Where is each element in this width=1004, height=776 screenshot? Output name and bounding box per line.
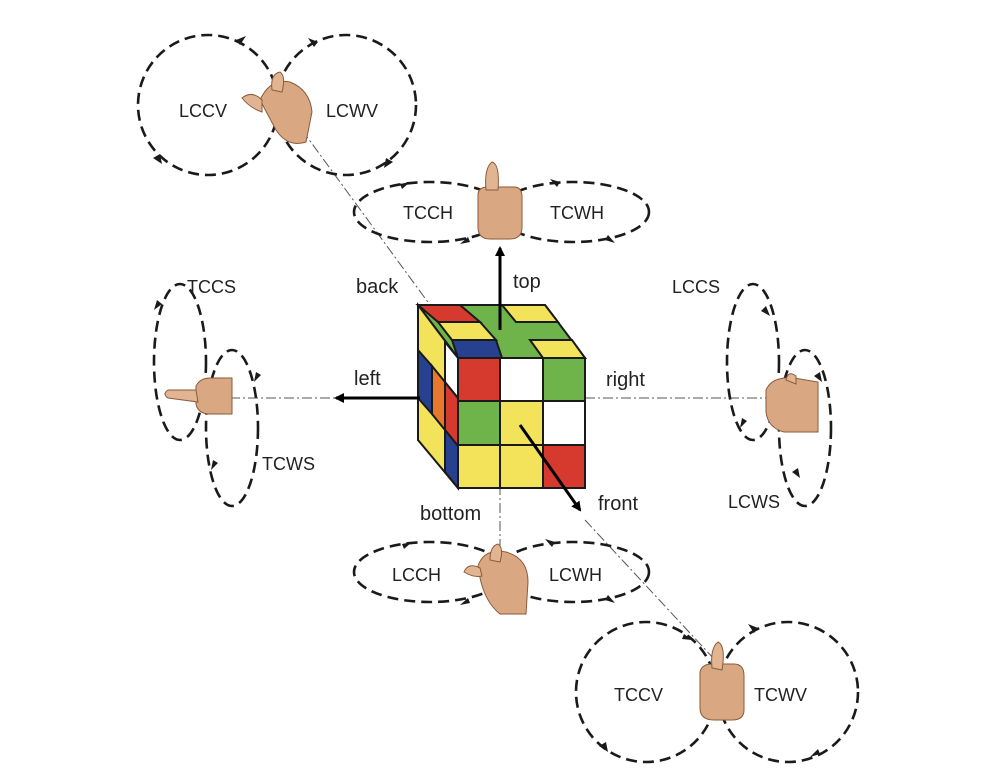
gesture-label-tcwv: TCWV [754, 685, 807, 705]
direction-arrowhead [402, 542, 412, 549]
cube-front-tile [499, 357, 544, 402]
gesture-label-tcch: TCCH [403, 203, 453, 223]
gesture-label-lcwv: LCWV [326, 101, 378, 121]
axis-front-line [584, 519, 716, 661]
cube-front-tile [499, 400, 544, 446]
cube-front-tile [457, 400, 501, 446]
hand-lshape-icon [463, 543, 529, 615]
dashed-loop [204, 348, 260, 508]
direction-arrowhead [460, 598, 470, 605]
rubiks-cube [415, 302, 588, 491]
cube-front-tile [499, 444, 544, 489]
direction-arrows [334, 246, 582, 512]
label-front: front [598, 493, 638, 515]
gesture-label-lccs: LCCS [672, 277, 720, 297]
direction-arrowhead [761, 306, 770, 316]
direction-arrowhead [605, 235, 615, 243]
guide-lines [230, 129, 775, 661]
direction-arrowhead [236, 36, 246, 45]
direction-arrowhead [254, 372, 261, 382]
direction-arrowhead [814, 372, 822, 382]
label-top: top [513, 271, 541, 293]
cube-top-tile [499, 304, 561, 323]
thumb-side-hand-icon [164, 377, 233, 415]
gesture-label-tcws: TCWS [262, 454, 315, 474]
direction-arrowhead [810, 749, 820, 757]
thumb-up-hand-icon [699, 641, 745, 721]
gesture-label-tcwh: TCWH [550, 203, 604, 223]
direction-arrowhead [308, 38, 318, 47]
dashed-loop [716, 620, 860, 764]
label-back: back [356, 276, 399, 298]
gesture-label-lcch: LCCH [392, 565, 441, 585]
direction-arrowhead [748, 624, 758, 633]
direction-arrowhead [550, 179, 560, 187]
direction-arrowhead [400, 182, 410, 189]
direction-arrowhead [384, 158, 393, 168]
gesture-pair-lccv-lcwv: LCCV LCWV [136, 33, 418, 177]
gesture-label-lcws: LCWS [728, 492, 780, 512]
label-bottom: bottom [420, 503, 481, 525]
direction-arrowhead [605, 595, 615, 603]
direction-arrowhead [682, 634, 692, 640]
gesture-label-tccv: TCCV [614, 685, 663, 705]
thumb-up-hand-icon [477, 161, 523, 240]
direction-arrowhead [740, 418, 747, 428]
gesture-pair-tccv-tcwv: TCCV TCWV [574, 620, 860, 764]
cube-front-tile [542, 357, 586, 402]
direction-arrowhead [211, 460, 218, 470]
gesture-label-lccv: LCCV [179, 101, 227, 121]
gesture-pair-lccs-lcws: LCCS LCWS [672, 277, 833, 512]
gesture-label-lcwh: LCWH [549, 565, 602, 585]
gesture-pair-tcch-tcwh: TCCH TCWH [352, 161, 651, 244]
gesture-label-tccs: TCCS [187, 277, 236, 297]
cube-top-tile [450, 339, 504, 359]
direction-arrowhead [153, 154, 162, 164]
cube-front-tile [457, 444, 501, 489]
label-left: left [354, 368, 381, 390]
gesture-pair-lcch-lcwh: LCCH LCWH [352, 539, 651, 615]
direction-arrowhead [154, 300, 162, 310]
label-right: right [606, 369, 645, 391]
cube-front-tile [542, 400, 586, 446]
direction-arrowhead [460, 237, 470, 244]
cube-front-tile [457, 357, 501, 402]
gesture-pair-tccs-tcws: TCCS TCWS [152, 277, 315, 508]
direction-arrowhead [792, 468, 800, 478]
dashed-loop [274, 33, 418, 177]
dashed-loop [725, 282, 781, 442]
hand-lshape-icon [241, 71, 313, 144]
dashed-loop [152, 282, 208, 442]
axis-back-line [301, 129, 431, 306]
lshape-side-hand-icon [765, 373, 819, 433]
front-arrow [518, 424, 582, 512]
direction-arrowhead [545, 539, 555, 547]
direction-arrowhead [599, 742, 608, 752]
